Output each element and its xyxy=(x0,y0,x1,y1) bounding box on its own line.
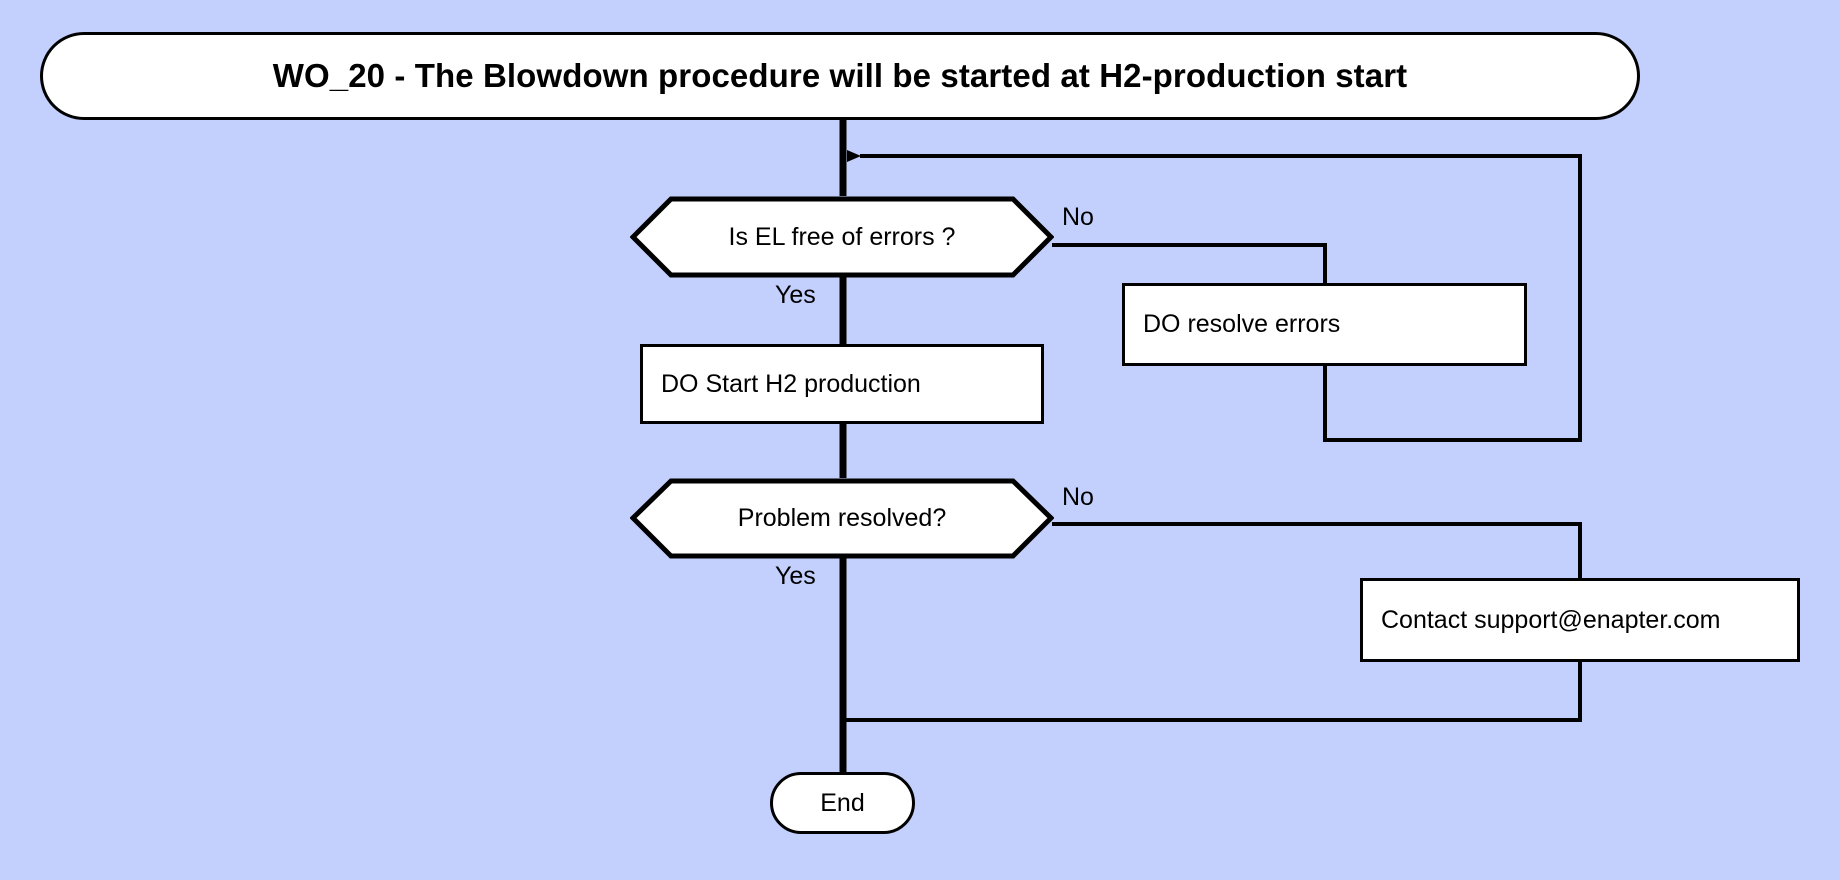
decision-hexagon-shape xyxy=(630,196,1054,278)
node-wo20-title[interactable]: WO_20 - The Blowdown procedure will be s… xyxy=(40,32,1640,120)
node-do-start-h2-production[interactable]: DO Start H2 production xyxy=(640,344,1044,424)
edge-label-errors-yes: Yes xyxy=(775,281,816,309)
edge-contact-support-to-spine xyxy=(845,662,1582,722)
decision-hexagon-shape xyxy=(630,478,1054,559)
node-do-start-h2-production-label: DO Start H2 production xyxy=(661,369,921,398)
edge-label-resolved-yes: Yes xyxy=(775,562,816,590)
node-end[interactable]: End xyxy=(770,772,915,834)
node-contact-support[interactable]: Contact support@enapter.com xyxy=(1360,578,1800,662)
node-contact-support-label: Contact support@enapter.com xyxy=(1381,605,1721,634)
node-do-resolve-errors-label: DO resolve errors xyxy=(1143,310,1341,338)
edge-label-resolved-no: No xyxy=(1062,483,1094,511)
edge-resolve-loopback-to-spine xyxy=(847,150,1582,442)
node-wo20-title-label: WO_20 - The Blowdown procedure will be s… xyxy=(272,57,1408,94)
edge-errors-no-to-resolve xyxy=(1052,243,1327,283)
node-do-resolve-errors[interactable]: DO resolve errors xyxy=(1122,283,1527,366)
node-is-el-free-of-errors[interactable]: Is EL free of errors ? xyxy=(630,196,1054,278)
edge-label-errors-no: No xyxy=(1062,203,1094,231)
node-problem-resolved[interactable]: Problem resolved? xyxy=(630,478,1054,559)
edge-resolved-no-to-contact-support xyxy=(1052,522,1582,578)
node-is-el-free-of-errors-label: Is EL free of errors ? xyxy=(728,222,956,251)
node-end-label: End xyxy=(820,788,865,817)
node-problem-resolved-label: Problem resolved? xyxy=(737,504,947,532)
